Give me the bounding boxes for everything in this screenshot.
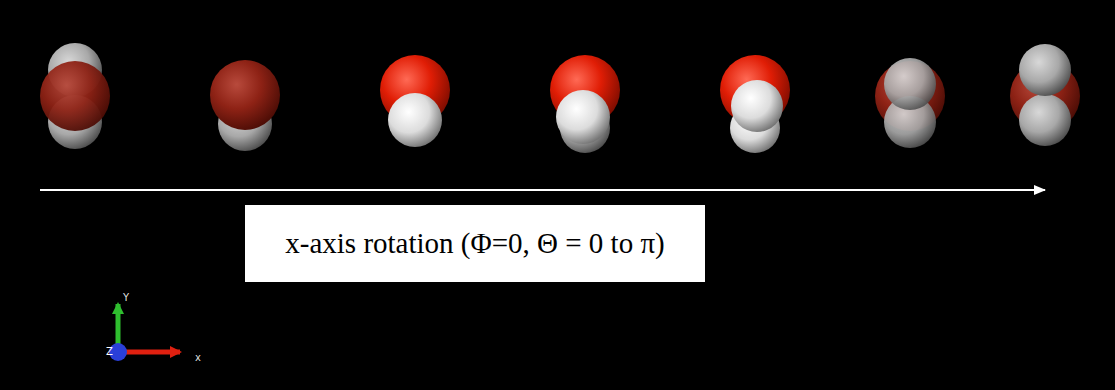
axis-label: Z [106,347,113,357]
water-molecule [210,60,280,151]
caption-box: x-axis rotation (Φ=0, Θ = 0 to π) [245,205,705,282]
water-molecule [40,43,110,149]
axis-label: Y [123,293,129,303]
water-molecule [550,55,620,153]
water-molecule [380,55,450,147]
water-molecule [720,55,790,153]
direction-arrow [40,189,1045,191]
caption-text: x-axis rotation (Φ=0, Θ = 0 to π) [285,227,664,260]
water-molecule [1010,44,1080,146]
axis-triad [109,304,180,361]
axis-label: x [195,353,201,363]
water-molecule [875,58,945,148]
